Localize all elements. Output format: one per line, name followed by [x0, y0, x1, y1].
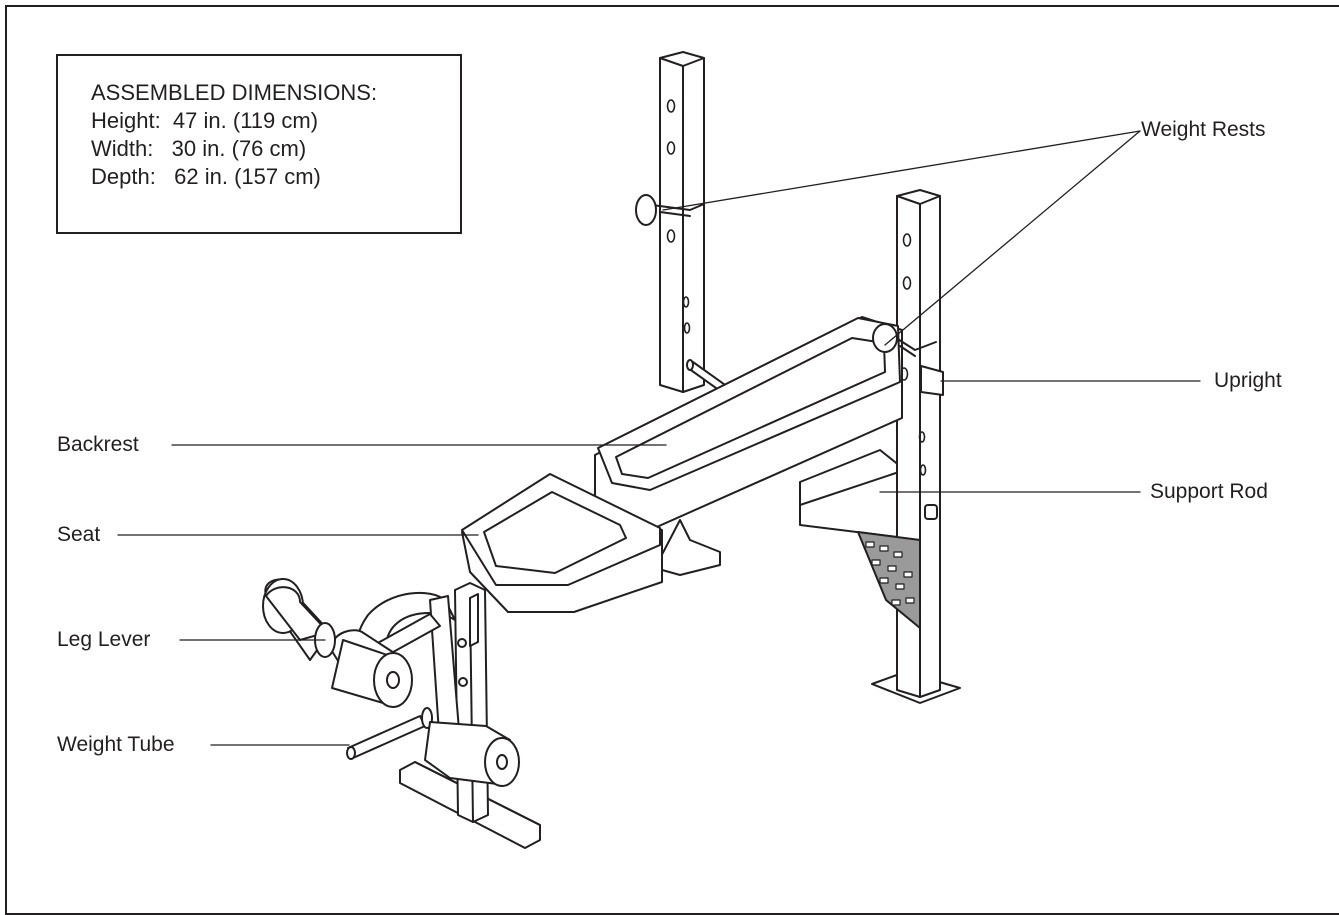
leader-weight-rest-rear — [662, 130, 1141, 211]
dimension-width: Width: 30 in. (76 cm) — [91, 136, 307, 161]
plate-holder — [857, 531, 921, 629]
rear-upright — [659, 51, 705, 393]
label-upright: Upright — [1214, 369, 1282, 392]
label-weight-rests: Weight Rests — [1141, 118, 1266, 141]
seat — [461, 473, 663, 613]
label-leg-lever: Leg Lever — [57, 628, 151, 651]
dimensions-box: ASSEMBLED DIMENSIONS: Height: 47 in. (11… — [56, 54, 462, 234]
rear-crossbar — [799, 449, 906, 539]
lower-roller — [424, 721, 520, 787]
label-seat: Seat — [57, 523, 101, 546]
upper-roller-back — [262, 578, 331, 661]
weight-tube — [346, 707, 433, 760]
label-support-rod: Support Rod — [1150, 480, 1268, 503]
dimensions-title: ASSEMBLED DIMENSIONS: — [91, 80, 378, 105]
backrest — [594, 316, 903, 576]
label-weight-tube: Weight Tube — [57, 733, 175, 756]
label-backrest: Backrest — [57, 433, 139, 456]
rear-weight-rest — [635, 194, 705, 226]
leader-weight-rest-front — [884, 130, 1141, 346]
dimension-depth: Depth: 62 in. (157 cm) — [91, 164, 321, 189]
callout-lines — [117, 130, 1201, 746]
upper-roller-front — [314, 622, 413, 708]
dimension-height: Height: 47 in. (119 cm) — [91, 108, 319, 133]
front-upright — [871, 189, 961, 704]
front-weight-rest — [872, 323, 937, 357]
